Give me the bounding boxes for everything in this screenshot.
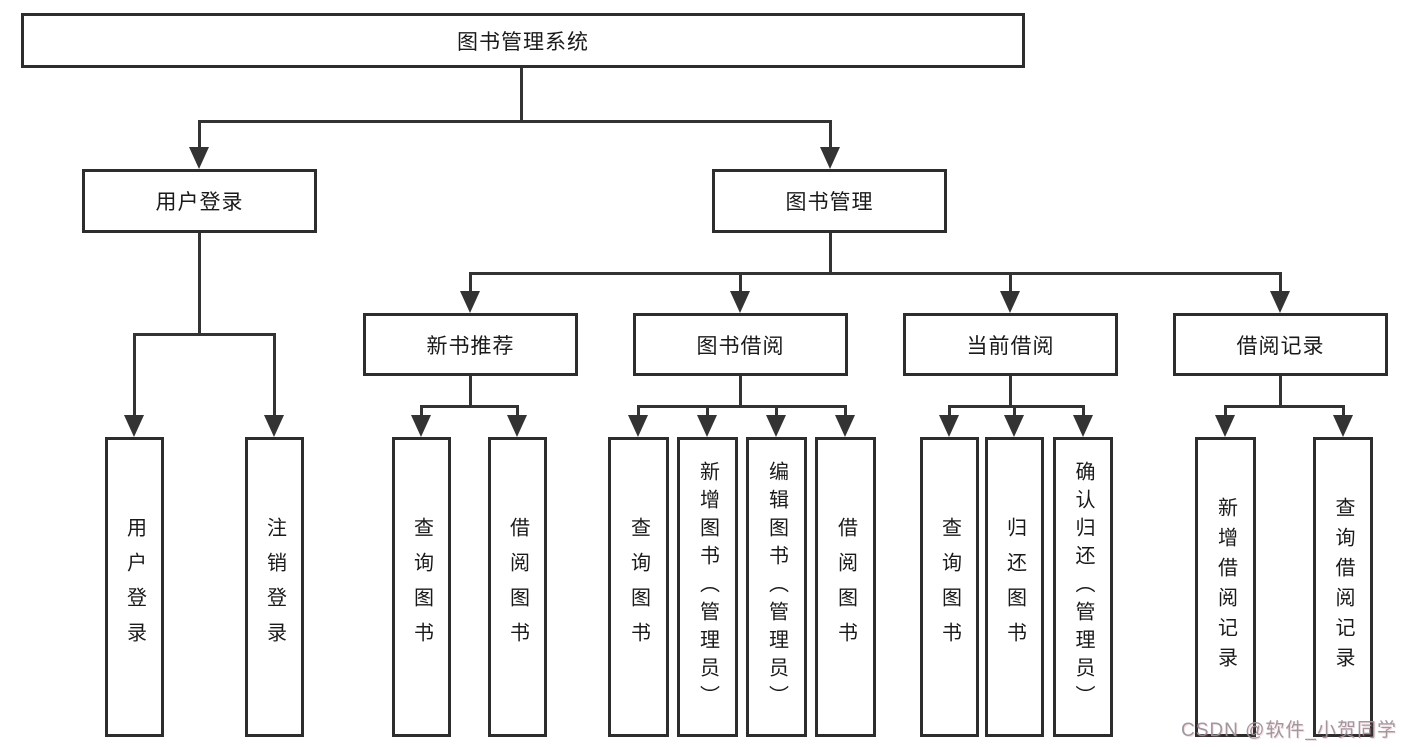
node-new-book-recommend: 新书推荐 <box>363 313 578 376</box>
arrowhead-down-icon <box>1333 415 1353 437</box>
arrowhead-down-icon <box>264 415 284 437</box>
node-label: 查询图书 <box>410 517 433 657</box>
connector-line <box>1342 405 1345 417</box>
node-query-borrow-record: 查询借阅记录 <box>1313 437 1373 737</box>
connector-line <box>420 405 423 417</box>
node-label: 图书管理系统 <box>457 30 589 54</box>
arrowhead-down-icon <box>628 415 648 437</box>
connector-line <box>273 333 276 417</box>
arrowhead-down-icon <box>820 147 840 169</box>
connector-line <box>1009 272 1012 293</box>
node-borrow-books-leaf: 借阅图书 <box>815 437 876 737</box>
node-label: 注销登录 <box>263 517 286 657</box>
connector-line <box>133 333 136 417</box>
arrowhead-down-icon <box>1000 291 1020 313</box>
connector-line <box>637 405 846 408</box>
arrowhead-down-icon <box>835 415 855 437</box>
connector-line <box>198 120 201 149</box>
connector-line <box>829 120 832 149</box>
connector-line <box>829 233 832 273</box>
node-label: 确认归还（管理员） <box>1072 461 1094 713</box>
connector-line <box>420 405 518 408</box>
arrowhead-down-icon <box>1270 291 1290 313</box>
connector-line <box>948 405 1084 408</box>
connector-line <box>1279 272 1282 293</box>
node-label: 用户登录 <box>123 517 146 657</box>
arrowhead-down-icon <box>411 415 431 437</box>
node-label: 编辑图书（管理员） <box>765 461 788 713</box>
node-query-books-borrow: 查询图书 <box>608 437 669 737</box>
arrowhead-down-icon <box>697 415 717 437</box>
node-logout-leaf: 注销登录 <box>245 437 304 737</box>
arrowhead-down-icon <box>124 415 144 437</box>
connector-line <box>706 405 709 417</box>
connector-line <box>520 68 523 121</box>
node-label: 查询借阅记录 <box>1332 497 1354 677</box>
node-label: 归还图书 <box>1003 517 1026 657</box>
connector-line <box>948 405 951 417</box>
node-label: 新增图书（管理员） <box>696 461 719 713</box>
connector-line <box>469 272 472 293</box>
node-book-borrow: 图书借阅 <box>633 313 848 376</box>
connector-line <box>739 376 742 406</box>
arrowhead-down-icon <box>1073 415 1093 437</box>
arrowhead-down-icon <box>460 291 480 313</box>
connector-line <box>469 376 472 406</box>
connector-line <box>133 333 275 336</box>
node-label: 借阅记录 <box>1236 334 1325 358</box>
node-label: 查询图书 <box>938 517 961 657</box>
node-user-login: 用户登录 <box>82 169 317 233</box>
connector-line <box>1009 376 1012 406</box>
watermark: CSDN @软件_小贺同学 <box>1181 720 1397 741</box>
node-label: 图书借阅 <box>696 334 785 358</box>
node-edit-book-admin: 编辑图书（管理员） <box>746 437 807 737</box>
connector-line <box>198 120 831 123</box>
arrowhead-down-icon <box>730 291 750 313</box>
connector-line <box>1279 376 1282 406</box>
connector-line <box>469 272 1281 275</box>
node-query-books-recommend: 查询图书 <box>392 437 451 737</box>
node-label: 当前借阅 <box>966 334 1055 358</box>
node-add-borrow-record: 新增借阅记录 <box>1195 437 1256 737</box>
connector-line <box>1013 405 1016 417</box>
connector-line <box>637 405 640 417</box>
arrowhead-down-icon <box>939 415 959 437</box>
node-label: 图书管理 <box>785 191 874 214</box>
connector-line <box>844 405 847 417</box>
arrowhead-down-icon <box>507 415 527 437</box>
arrowhead-down-icon <box>766 415 786 437</box>
node-current-borrow: 当前借阅 <box>903 313 1118 376</box>
node-user-login-leaf: 用户登录 <box>105 437 164 737</box>
node-borrow-books-recommend: 借阅图书 <box>488 437 547 737</box>
arrowhead-down-icon <box>1004 415 1024 437</box>
node-label: 借阅图书 <box>506 517 529 657</box>
connector-line <box>1224 405 1227 417</box>
connector-line <box>198 233 201 334</box>
connector-line <box>516 405 519 417</box>
node-book-management: 图书管理 <box>712 169 947 233</box>
node-return-book: 归还图书 <box>985 437 1044 737</box>
connector-line <box>1224 405 1344 408</box>
connector-line <box>775 405 778 417</box>
node-confirm-return-admin: 确认归还（管理员） <box>1053 437 1113 737</box>
node-label: 新增借阅记录 <box>1214 497 1237 677</box>
node-label: 借阅图书 <box>834 517 857 657</box>
node-label: 用户登录 <box>155 191 244 214</box>
connector-line <box>1082 405 1085 417</box>
arrowhead-down-icon <box>1215 415 1235 437</box>
connector-line <box>739 272 742 293</box>
node-borrow-records: 借阅记录 <box>1173 313 1388 376</box>
node-label: 新书推荐 <box>426 334 515 358</box>
node-label: 查询图书 <box>627 517 650 657</box>
node-query-books-current: 查询图书 <box>920 437 979 737</box>
node-library-system: 图书管理系统 <box>21 13 1025 68</box>
node-add-book-admin: 新增图书（管理员） <box>677 437 738 737</box>
arrowhead-down-icon <box>189 147 209 169</box>
